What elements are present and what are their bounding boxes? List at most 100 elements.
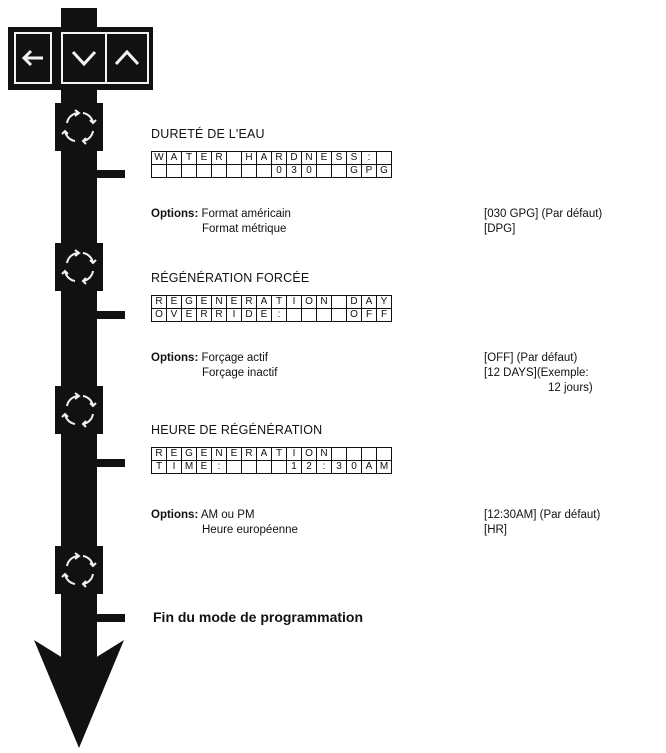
lcd-cell (241, 164, 257, 178)
lcd-cell: R (241, 447, 257, 461)
lcd-cell: R (211, 151, 227, 165)
lcd-cell (331, 447, 347, 461)
lcd-cell: T (181, 151, 197, 165)
lcd-cell: N (301, 151, 317, 165)
step-heading: HEURE DE RÉGÉNÉRATION (151, 423, 323, 437)
lcd-cell (196, 164, 212, 178)
lcd-cell: Y (376, 295, 392, 309)
lcd-cell: I (286, 447, 302, 461)
lcd-cell: E (226, 447, 242, 461)
options-label: Options: (151, 509, 199, 521)
lcd-cell: I (166, 460, 182, 474)
lcd-cell (256, 164, 272, 178)
cycle-button-3[interactable] (55, 386, 103, 434)
lcd-cell: G (181, 295, 197, 309)
up-button[interactable] (105, 32, 149, 84)
option-item: AM ou PM (200, 509, 255, 521)
values-block: [OFF] (Par défaut) [12 DAYS](Exemple: 12… (484, 351, 593, 396)
lcd-cell: E (196, 447, 212, 461)
lcd-cell: : (211, 460, 227, 474)
options-label: Options: (151, 352, 199, 364)
end-of-programming-label: Fin du mode de programmation (153, 609, 364, 625)
lcd-cell (316, 308, 332, 322)
connector-tick (97, 614, 125, 622)
lcd-cell: O (301, 447, 317, 461)
lcd-cell (376, 447, 392, 461)
lcd-cell (271, 460, 287, 474)
lcd-cell: H (241, 151, 257, 165)
lcd-cell (166, 164, 182, 178)
lcd-cell: E (196, 295, 212, 309)
cycle-button-2[interactable] (55, 243, 103, 291)
lcd-cell: D (346, 295, 362, 309)
lcd-cell (226, 151, 242, 165)
lcd-cell (286, 308, 302, 322)
connector-tick (97, 459, 125, 467)
lcd-cell: W (151, 151, 167, 165)
lcd-cell: O (346, 308, 362, 322)
lcd-cell: E (316, 151, 332, 165)
option-value: [DPG] (484, 223, 516, 235)
cycle-button-4[interactable] (55, 546, 103, 594)
option-item: Forçage actif (201, 352, 268, 364)
lcd-cell: I (286, 295, 302, 309)
regenerate-icon (61, 249, 97, 285)
lcd-cell: F (361, 308, 377, 322)
lcd-cell: G (376, 164, 392, 178)
lcd-cell (226, 164, 242, 178)
lcd-cell: E (226, 295, 242, 309)
lcd-cell: R (196, 308, 212, 322)
lcd-cell: N (316, 447, 332, 461)
values-block: [030 GPG] (Par défaut) [DPG] (484, 207, 602, 237)
lcd-cell: P (361, 164, 377, 178)
navigation-panel (8, 27, 153, 90)
lcd-cell: A (361, 460, 377, 474)
options-block: Options: Format américain Format métriqu… (151, 207, 291, 237)
lcd-cell: 2 (301, 460, 317, 474)
lcd-cell: 3 (331, 460, 347, 474)
back-button[interactable] (14, 32, 52, 84)
lcd-cell: O (301, 295, 317, 309)
option-value: [HR] (484, 524, 507, 536)
lcd-cell: : (271, 308, 287, 322)
option-value: [12:30AM] (Par défaut) (484, 509, 601, 521)
lcd-cell: T (271, 295, 287, 309)
option-item: Heure européenne (202, 524, 298, 536)
lcd-cell: R (241, 295, 257, 309)
down-arrow-icon (34, 640, 124, 748)
options-label: Options: (151, 208, 199, 220)
lcd-cell (151, 164, 167, 178)
option-value: [030 GPG] (Par défaut) (484, 208, 603, 220)
option-value: [OFF] (Par défaut) (484, 352, 578, 364)
lcd-cell (346, 447, 362, 461)
chevron-up-icon (114, 49, 140, 66)
lcd-cell: 0 (346, 460, 362, 474)
lcd-cell: I (226, 308, 242, 322)
lcd-cell: R (271, 151, 287, 165)
lcd-cell: G (181, 447, 197, 461)
lcd-cell: T (151, 460, 167, 474)
lcd-cell: 0 (271, 164, 287, 178)
step-heading: DURETÉ DE L'EAU (151, 127, 265, 141)
lcd-cell: M (181, 460, 197, 474)
option-item: Format américain (201, 208, 291, 220)
lcd-cell (331, 308, 347, 322)
chevron-down-icon (71, 50, 97, 67)
lcd-cell: N (316, 295, 332, 309)
options-block: Options: Forçage actif Forçage inactif (151, 351, 277, 381)
lcd-cell: M (376, 460, 392, 474)
lcd-cell (211, 164, 227, 178)
down-button[interactable] (61, 32, 105, 84)
lcd-cell: S (346, 151, 362, 165)
lcd-cell: E (196, 460, 212, 474)
lcd-cell (256, 460, 272, 474)
lcd-cell (361, 447, 377, 461)
cycle-button-1[interactable] (55, 103, 103, 151)
regenerate-icon (61, 552, 97, 588)
lcd-cell: E (181, 308, 197, 322)
lcd-cell: R (151, 447, 167, 461)
lcd-cell (301, 308, 317, 322)
lcd-cell: : (361, 151, 377, 165)
